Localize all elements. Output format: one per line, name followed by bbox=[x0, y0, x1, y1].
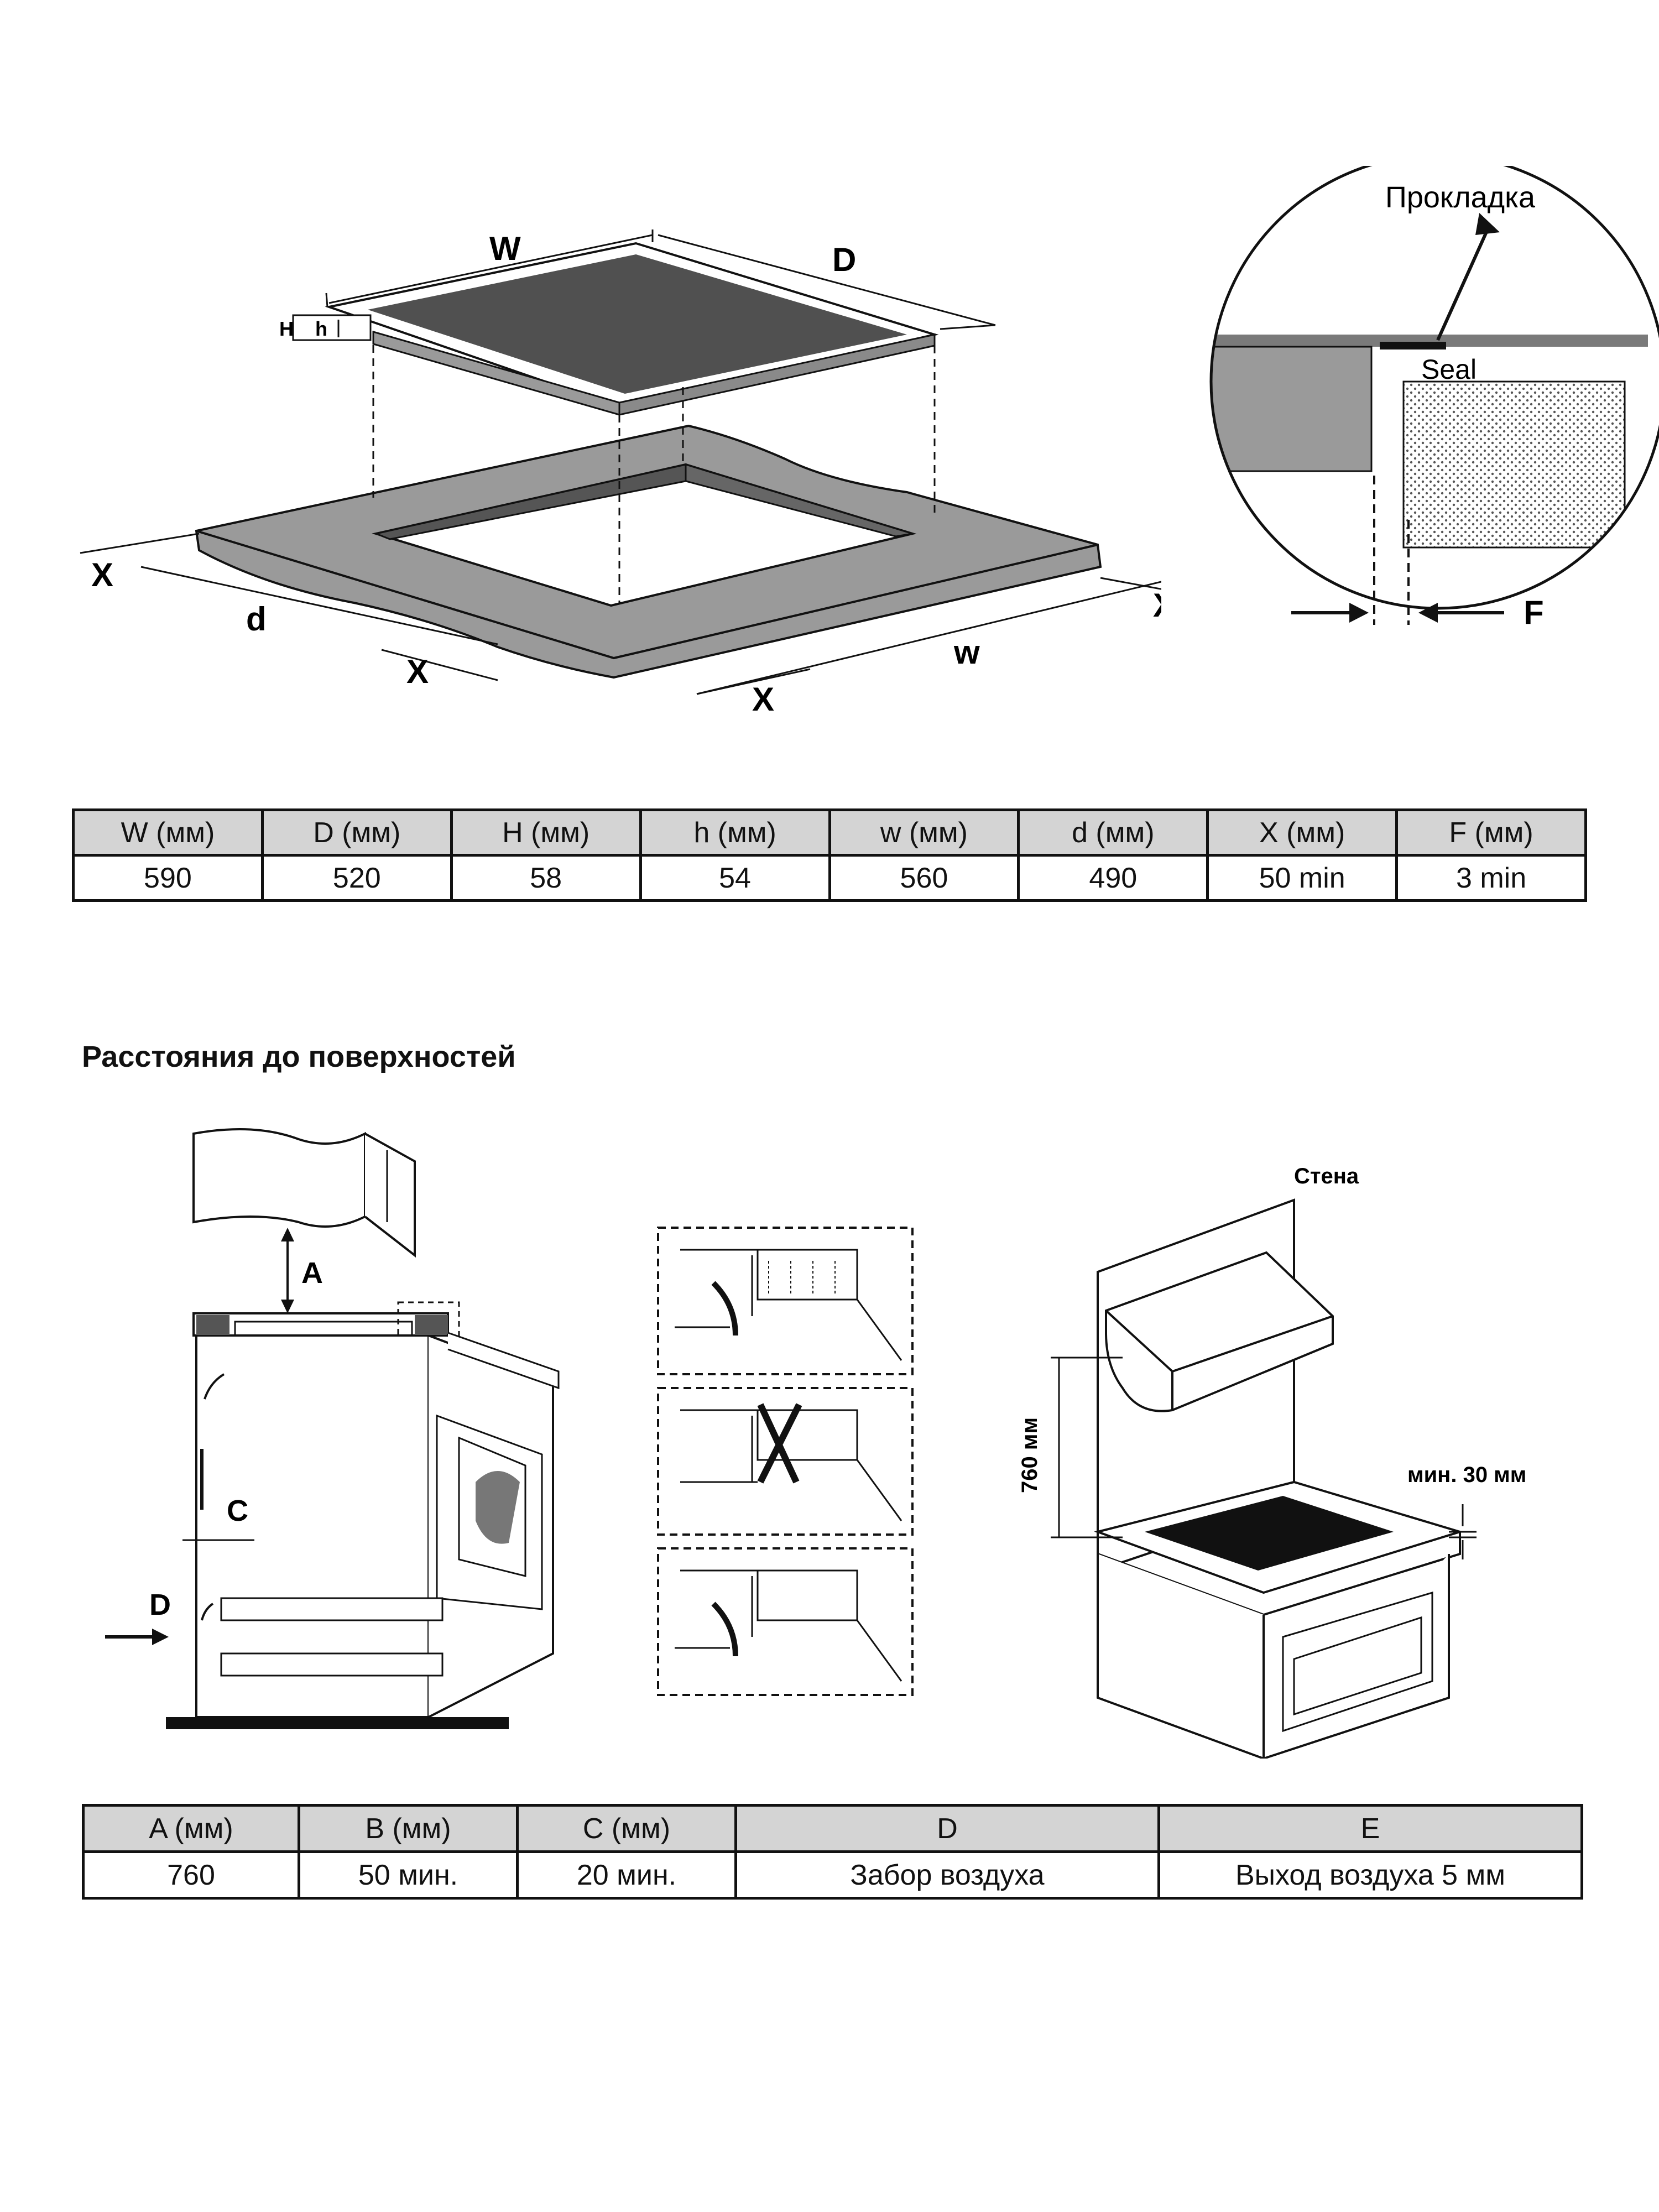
dim-header-d: d (мм) bbox=[1017, 808, 1209, 857]
label-X-bottom: X bbox=[752, 681, 774, 718]
clearance-diagram: A B E C D bbox=[105, 1128, 560, 1729]
airflow-blocked-icon bbox=[657, 1387, 914, 1536]
label-h: h bbox=[315, 317, 327, 340]
seal-label: Seal bbox=[1421, 354, 1477, 385]
height-label: 760 мм bbox=[1018, 1417, 1042, 1493]
label-W: W bbox=[489, 230, 521, 267]
dim-value-h: 54 bbox=[639, 854, 831, 902]
dim-value-w: 560 bbox=[828, 854, 1020, 902]
section-title: Расстояния до поверхностей bbox=[82, 1040, 516, 1073]
clr-header-A: A (мм) bbox=[82, 1804, 300, 1853]
wall-label: Стена bbox=[1294, 1164, 1359, 1188]
clr-value-A: 760 bbox=[82, 1850, 300, 1900]
dim-header-F: F (мм) bbox=[1395, 808, 1587, 857]
dim-value-D: 520 bbox=[260, 854, 453, 902]
countertop-cutout-icon bbox=[195, 424, 1102, 679]
label-C: C bbox=[227, 1494, 248, 1527]
clr-header-C: C (мм) bbox=[516, 1804, 737, 1853]
install-diagram: Стена 760 мм мин. 30 мм bbox=[1018, 1164, 1526, 1759]
label-H: H bbox=[279, 317, 294, 340]
clr-value-C: 20 мин. bbox=[516, 1850, 737, 1900]
label-w: w bbox=[953, 634, 980, 671]
dim-header-X: X (мм) bbox=[1206, 808, 1399, 857]
dim-header-h: h (мм) bbox=[639, 808, 831, 857]
dim-header-D: D (мм) bbox=[260, 808, 453, 857]
clr-header-E: E bbox=[1157, 1804, 1583, 1853]
dim-header-w: w (мм) bbox=[828, 808, 1020, 857]
dim-value-F: 3 min bbox=[1395, 854, 1587, 902]
gap-label-F: F bbox=[1524, 594, 1544, 631]
seal-detail: Прокладка Seal F bbox=[1209, 166, 1659, 631]
hob-icon bbox=[325, 242, 939, 416]
label-X-bottom-left: X bbox=[406, 653, 429, 690]
clr-value-B: 50 мин. bbox=[298, 1850, 519, 1900]
clr-header-B: B (мм) bbox=[298, 1804, 519, 1853]
cutout-diagram: W D H h X d X X w X bbox=[80, 229, 1161, 718]
label-X-right: X bbox=[1153, 587, 1161, 624]
dim-header-W: W (мм) bbox=[72, 808, 264, 857]
airflow-ok-icon bbox=[657, 1227, 914, 1375]
dim-value-H: 58 bbox=[450, 854, 642, 902]
airflow-panels bbox=[657, 1227, 914, 1696]
side-gap-label: мин. 30 мм bbox=[1407, 1463, 1526, 1487]
clr-value-D: Забор воздуха bbox=[734, 1850, 1160, 1900]
label-A: A bbox=[301, 1256, 323, 1290]
airflow-ok-icon bbox=[657, 1547, 914, 1696]
clr-header-D: D bbox=[734, 1804, 1160, 1853]
label-D: D bbox=[832, 241, 856, 278]
dim-value-W: 590 bbox=[72, 854, 264, 902]
label-X-left: X bbox=[91, 556, 113, 593]
label-d: d bbox=[246, 601, 267, 638]
label-D: D bbox=[149, 1588, 171, 1621]
dim-value-X: 50 min bbox=[1206, 854, 1399, 902]
gasket-label: Прокладка bbox=[1385, 181, 1536, 214]
dim-header-H: H (мм) bbox=[450, 808, 642, 857]
clearance-table: A (мм) B (мм) C (мм) D E 760 50 мин. 20 … bbox=[82, 1804, 1583, 1900]
dim-value-d: 490 bbox=[1017, 854, 1209, 902]
clr-value-E: Выход воздуха 5 мм bbox=[1157, 1850, 1583, 1900]
dimensions-table: W (мм) D (мм) H (мм) h (мм) w (мм) d (мм… bbox=[72, 808, 1587, 902]
